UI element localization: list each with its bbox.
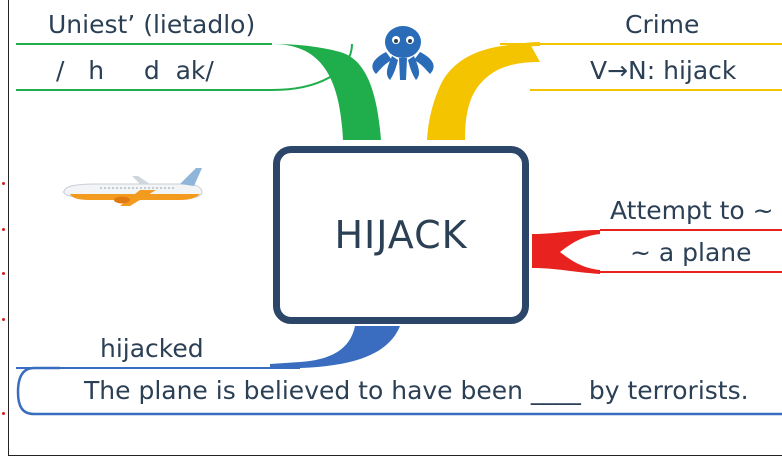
margin-mark	[2, 272, 5, 275]
blue-branch-stem	[270, 326, 400, 368]
margin-mark	[2, 318, 5, 321]
octopus-logo-icon	[372, 26, 434, 80]
word-formation-text: V→N: hijack	[590, 56, 737, 85]
pronunciation-text: / h d ak/	[56, 56, 214, 85]
center-word: HIJACK	[334, 213, 468, 257]
yellow-branch-stem	[427, 44, 540, 140]
green-branch-stem	[272, 44, 381, 140]
yellow-branch	[427, 42, 782, 140]
margin-mark	[2, 228, 5, 231]
yellow-title: Crime	[625, 10, 700, 39]
airplane-icon	[62, 168, 203, 206]
red-branch	[532, 229, 782, 274]
margin-mark	[2, 412, 5, 415]
green-title: Uniest’ (lietadlo)	[48, 10, 256, 39]
page-frame	[8, 0, 782, 456]
red-title: Attempt to ~	[610, 196, 774, 225]
red-branch-stem	[532, 230, 600, 274]
collocation-text: ~ a plane	[630, 238, 752, 267]
margin-mark	[2, 182, 5, 185]
blue-branch	[16, 326, 782, 416]
green-branch	[16, 43, 381, 140]
blue-title: hijacked	[100, 334, 204, 363]
example-sentence: The plane is believed to have been ____ …	[84, 376, 749, 405]
blue-sentence-outline	[16, 366, 782, 416]
center-word-box: HIJACK	[273, 146, 529, 324]
